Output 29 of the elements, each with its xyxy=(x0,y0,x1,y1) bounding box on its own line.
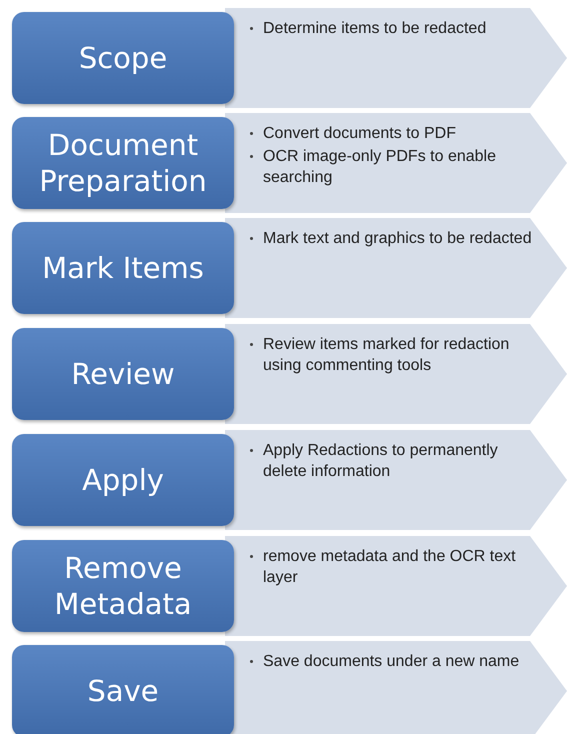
bullet-text: Mark text and graphics to be redacted xyxy=(263,230,532,247)
description-panel xyxy=(225,113,567,213)
description-panel xyxy=(225,324,567,424)
step-title: Document Preparation xyxy=(38,127,208,199)
description-panel xyxy=(225,536,567,636)
description-panel xyxy=(225,218,567,318)
description-panel xyxy=(225,8,567,108)
step-box xyxy=(12,540,234,632)
step-box xyxy=(12,434,234,526)
step-title: Mark Items xyxy=(42,250,204,286)
step-title: Remove Metadata xyxy=(53,550,193,622)
bullet-text: Determine items to be redacted xyxy=(263,20,486,37)
bullet-text: Apply Redactions to permanently delete information xyxy=(263,442,498,480)
step-title: Review xyxy=(71,356,175,392)
step-box xyxy=(12,117,234,209)
step-box xyxy=(12,12,234,104)
step-title: Scope xyxy=(78,40,168,76)
step-box xyxy=(12,222,234,314)
step-title: Save xyxy=(87,673,159,709)
step-title: Apply xyxy=(82,462,164,498)
bullet-text: OCR image-only PDFs to enable searching xyxy=(263,148,496,186)
bullet-text: Review items marked for redaction using commenting tools xyxy=(263,336,510,374)
description-panel xyxy=(225,641,567,734)
description-panel xyxy=(225,430,567,530)
step-box xyxy=(12,645,234,734)
bullet-text: Convert documents to PDF xyxy=(263,125,456,142)
bullet-text: Save documents under a new name xyxy=(263,653,520,670)
bullet-text: remove metadata and the OCR text layer xyxy=(263,548,516,586)
step-box xyxy=(12,328,234,420)
